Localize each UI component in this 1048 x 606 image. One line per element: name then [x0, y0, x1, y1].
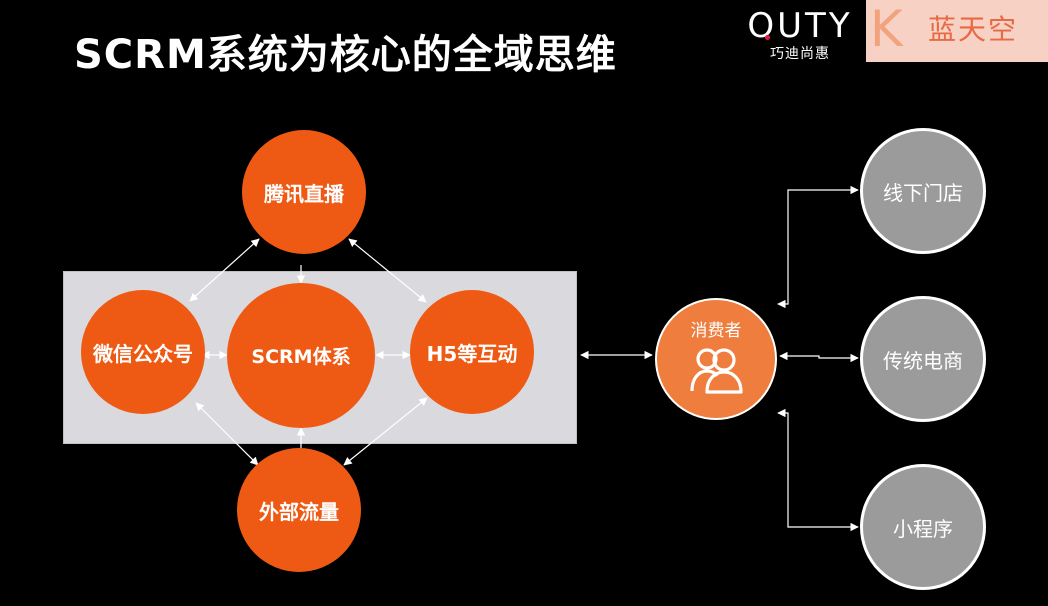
- node-mini-program: 小程序: [860, 464, 986, 590]
- page-title: SCRM系统为核心的全域思维: [74, 32, 617, 78]
- node-wechat-official-label: 微信公众号: [93, 341, 193, 366]
- node-traditional-ecommerce: 传统电商: [860, 296, 986, 422]
- watermark-letter: K: [870, 0, 903, 58]
- watermark-text: 蓝天空: [928, 13, 1019, 46]
- node-scrm-system-label: SCRM体系: [251, 346, 351, 368]
- logo-subtitle: 巧迪尚惠: [770, 46, 830, 62]
- node-scrm-system: SCRM体系: [227, 283, 375, 428]
- arrow-top-to-left: [189, 238, 260, 302]
- logo-wordmark: OUTY: [747, 6, 853, 46]
- logo-dot-icon: [765, 35, 770, 40]
- node-offline-store: 线下门店: [860, 128, 986, 254]
- node-external-traffic: 外部流量: [237, 448, 361, 572]
- arrow-consumer-to-ecommerce: [779, 351, 859, 363]
- arrow-consumer-to-miniprogram: [777, 408, 859, 532]
- node-external-traffic-label: 外部流量: [259, 499, 339, 524]
- node-tencent-live-label: 腾讯直播: [264, 181, 344, 206]
- arrow-left-to-bottom: [195, 402, 259, 466]
- node-consumer: 消费者: [655, 298, 777, 420]
- arrow-right-to-bottom: [343, 397, 428, 466]
- node-h5-interaction-label: H5等互动: [426, 341, 518, 366]
- consumer-label: 消费者: [690, 321, 742, 341]
- people-icon: [690, 348, 743, 394]
- node-mini-program-label: 小程序: [893, 516, 953, 541]
- node-offline-store-label: 线下门店: [883, 180, 963, 205]
- arrow-top-to-right: [348, 238, 427, 303]
- node-tencent-live: 腾讯直播: [242, 130, 366, 254]
- node-wechat-official: 微信公众号: [81, 290, 205, 414]
- node-h5-interaction: H5等互动: [410, 290, 534, 414]
- node-traditional-ecommerce-label: 传统电商: [883, 348, 963, 373]
- arrow-consumer-to-offline: [777, 185, 859, 309]
- outy-logo: OUTY 巧迪尚惠: [738, 2, 862, 64]
- watermark-banner: [866, 0, 1048, 62]
